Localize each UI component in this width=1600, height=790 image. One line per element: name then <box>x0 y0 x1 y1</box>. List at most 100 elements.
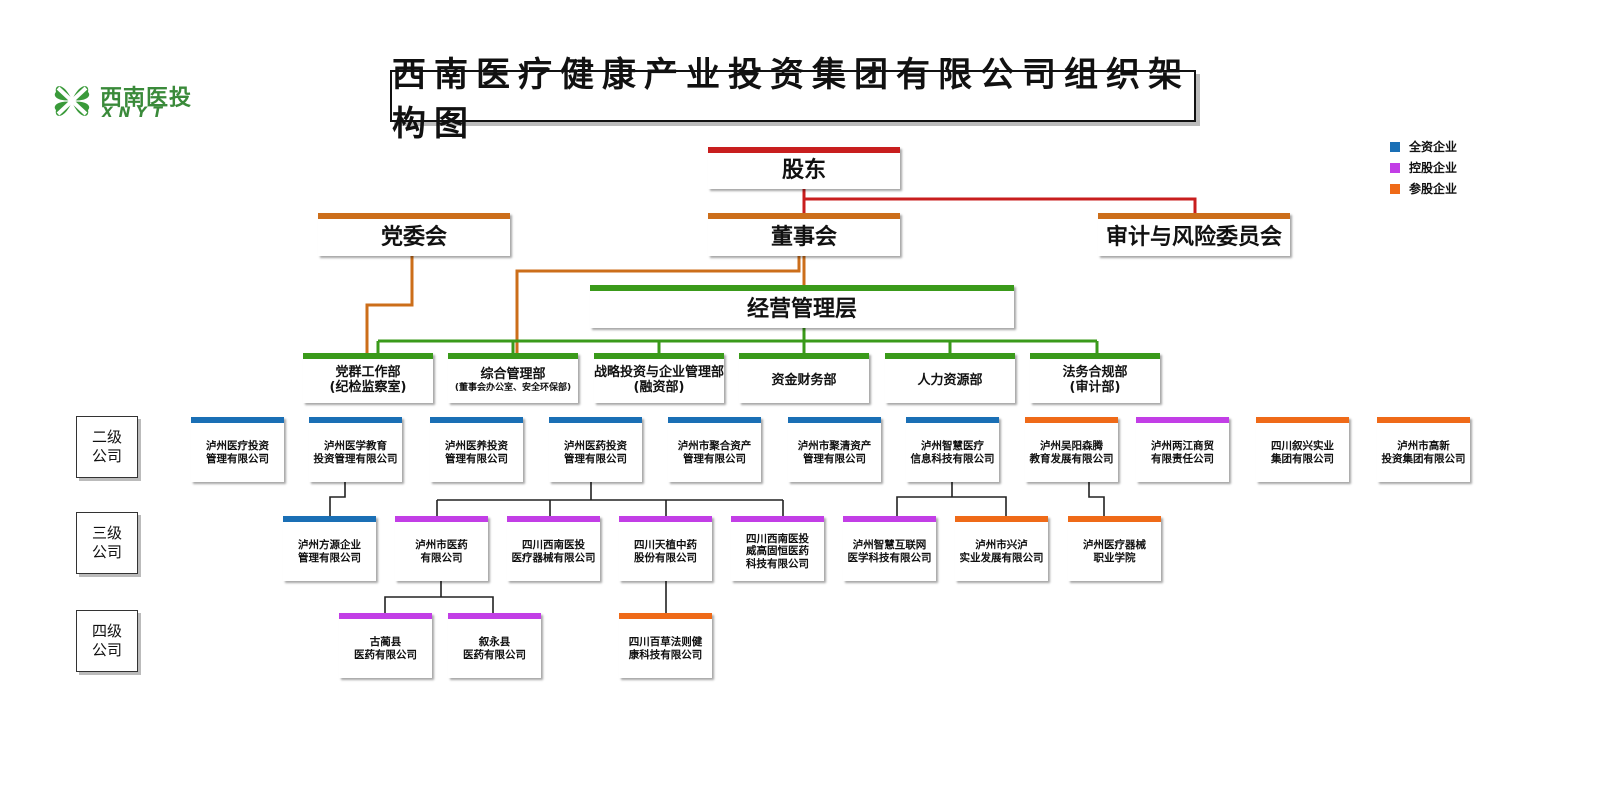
node-audit-committee[interactable]: 审计与风险委员会 <box>1098 213 1290 256</box>
company-name: 教育发展有限公司 <box>1029 452 1114 465</box>
company-name: 管理有限公司 <box>803 452 866 465</box>
company-l2[interactable]: 泸州智慧医疗信息科技有限公司 <box>906 417 999 482</box>
company-name: 泸州方源企业 <box>298 539 361 552</box>
company-name: 泸州市医药 <box>415 539 468 552</box>
company-name: 泸州医养投资 <box>445 440 508 453</box>
connector-shareholders-audit <box>804 197 1197 213</box>
dept-sublabel: (融资部) <box>633 380 685 395</box>
legend-swatch <box>1390 183 1400 194</box>
company-name: 四川西南医投 <box>746 533 809 546</box>
level-text: 公司 <box>91 447 122 465</box>
legend-swatch <box>1390 141 1400 152</box>
company-name: 四川西南医投 <box>522 539 585 552</box>
clover-logo-icon <box>54 86 90 116</box>
company-l2[interactable]: 泸州医学教育投资管理有限公司 <box>309 417 402 482</box>
company-name: 医疗器械有限公司 <box>511 551 596 564</box>
company-l3[interactable]: 四川西南医投威高固恒医药科技有限公司 <box>731 516 824 581</box>
dept-label: 综合管理部 <box>480 367 546 383</box>
company-l3[interactable]: 泸州市兴泸实业发展有限公司 <box>955 516 1048 581</box>
company-logo: 西南医投 XNYT <box>48 78 208 126</box>
dept-legal[interactable]: 法务合规部 (审计部) <box>1030 353 1160 403</box>
company-name: 康科技有限公司 <box>628 648 703 661</box>
dept-hr[interactable]: 人力资源部 <box>885 353 1015 403</box>
company-l3[interactable]: 四川西南医投医疗器械有限公司 <box>507 516 600 581</box>
node-management[interactable]: 经营管理层 <box>590 285 1014 328</box>
company-l3[interactable]: 泸州市医药有限公司 <box>395 516 488 581</box>
node-board[interactable]: 董事会 <box>708 213 900 256</box>
level-text: 三级 <box>91 523 122 542</box>
company-name: 医药有限公司 <box>354 648 417 661</box>
company-l2[interactable]: 泸州医养投资管理有限公司 <box>430 417 523 482</box>
connector-edu-fangyuan <box>329 482 346 516</box>
company-name: 泸州智慧医疗 <box>921 440 984 453</box>
company-name: 管理有限公司 <box>206 452 269 465</box>
legend: 全资企业 控股企业 参股企业 <box>1390 136 1457 199</box>
node-party-committee[interactable]: 党委会 <box>318 213 510 256</box>
company-l2[interactable]: 四川叙兴实业集团有限公司 <box>1256 417 1349 482</box>
legend-label: 参股企业 <box>1409 182 1458 196</box>
company-name: 管理有限公司 <box>564 452 627 465</box>
company-name: 四川百草法则健 <box>628 636 703 649</box>
node-shareholders[interactable]: 股东 <box>708 147 900 189</box>
company-l4[interactable]: 叙永县医药有限公司 <box>448 613 541 678</box>
node-label: 董事会 <box>770 224 837 250</box>
company-l2[interactable]: 泸州医药投资管理有限公司 <box>549 417 642 482</box>
dept-finance[interactable]: 资金财务部 <box>739 353 869 403</box>
company-l2[interactable]: 泸州市聚合资产管理有限公司 <box>668 417 761 482</box>
legend-swatch <box>1390 162 1400 173</box>
company-name: 医药有限公司 <box>463 648 526 661</box>
company-l4[interactable]: 古蔺县医药有限公司 <box>339 613 432 678</box>
company-name: 泸州市兴泸 <box>975 539 1028 552</box>
dept-sublabel: (纪检监察室) <box>329 380 407 395</box>
connector-wuyang-college <box>1088 482 1105 516</box>
company-name: 管理有限公司 <box>298 551 361 564</box>
company-name: 职业学院 <box>1093 551 1136 564</box>
legend-item-wholly: 全资企业 <box>1390 136 1457 157</box>
company-l4[interactable]: 四川百草法则健康科技有限公司 <box>619 613 712 678</box>
connector-city-pharma-l4 <box>384 581 494 613</box>
dept-general-management[interactable]: 综合管理部 (董事会办公室、安全环保部) <box>448 353 578 403</box>
dept-label: 党群工作部 <box>335 365 401 381</box>
node-label: 股东 <box>781 158 826 184</box>
legend-item-minority: 参股企业 <box>1390 178 1457 199</box>
company-name: 投资管理有限公司 <box>313 452 398 465</box>
company-name: 信息科技有限公司 <box>910 452 995 465</box>
logo-subtext: XNYT <box>102 105 169 121</box>
company-l2[interactable]: 泸州两江商贸有限责任公司 <box>1136 417 1229 482</box>
level-text: 二级 <box>91 427 122 446</box>
company-l3[interactable]: 泸州智慧互联网医学科技有限公司 <box>843 516 936 581</box>
company-name: 古蔺县 <box>369 636 402 649</box>
dept-strategy-investment[interactable]: 战略投资与企业管理部 (融资部) <box>594 353 724 403</box>
company-name: 股份有限公司 <box>634 551 697 564</box>
company-name: 投资集团有限公司 <box>1381 452 1466 465</box>
company-name: 实业发展有限公司 <box>959 551 1044 564</box>
company-name: 泸州医疗器械 <box>1083 539 1146 552</box>
company-name: 泸州吴阳森腾 <box>1040 440 1103 453</box>
connector-pharma-l3 <box>436 482 784 516</box>
node-label: 经营管理层 <box>746 296 857 322</box>
company-name: 威高固恒医药 <box>746 545 809 558</box>
connector-smart-l3 <box>896 482 1007 516</box>
company-l2[interactable]: 泸州市高新投资集团有限公司 <box>1377 417 1470 482</box>
dept-party-work[interactable]: 党群工作部 (纪检监察室) <box>303 353 433 403</box>
legend-label: 全资企业 <box>1409 140 1458 154</box>
node-label: 党委会 <box>380 224 447 250</box>
company-l3[interactable]: 泸州方源企业管理有限公司 <box>283 516 376 581</box>
company-name: 叙永县 <box>478 636 511 649</box>
company-name: 四川叙兴实业 <box>1271 440 1334 453</box>
logo-text: 西南医投 <box>100 86 193 111</box>
chart-title: 西南医疗健康产业投资集团有限公司组织架构图 <box>390 55 1196 144</box>
company-l3[interactable]: 泸州医疗器械职业学院 <box>1068 516 1161 581</box>
dept-label: 战略投资与企业管理部 <box>594 365 725 381</box>
level-text: 四级 <box>91 621 122 640</box>
company-name: 泸州智慧互联网 <box>852 539 927 552</box>
company-l2[interactable]: 泸州吴阳森腾教育发展有限公司 <box>1025 417 1118 482</box>
company-name: 泸州医药投资 <box>564 440 627 453</box>
legend-item-holding: 控股企业 <box>1390 157 1457 178</box>
company-l2[interactable]: 泸州医疗投资管理有限公司 <box>191 417 284 482</box>
company-l3[interactable]: 四川天植中药股份有限公司 <box>619 516 712 581</box>
company-name: 集团有限公司 <box>1271 452 1334 465</box>
dept-sublabel: (董事会办公室、安全环保部) <box>454 383 572 394</box>
company-name: 科技有限公司 <box>746 557 809 570</box>
company-l2[interactable]: 泸州市聚清资产管理有限公司 <box>788 417 881 482</box>
